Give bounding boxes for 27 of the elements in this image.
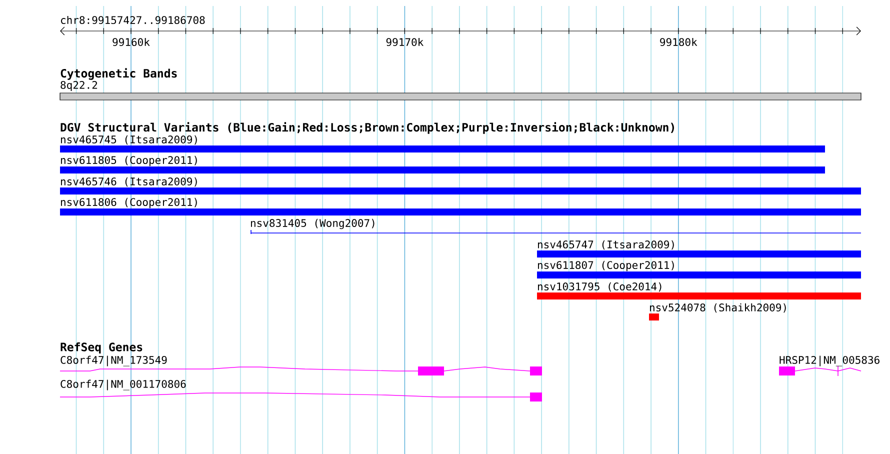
node-label: C8orf47|NM_001170806 [60, 380, 186, 390]
node-label: nsv611806 (Cooper2011) [61, 198, 197, 208]
gene-model: C8orf47|NM_001170806 [60, 380, 542, 402]
variant-bar: nsv465746 (Itsara2009) [60, 177, 861, 194]
node-label: nsv465745 (Itsara2009) [61, 135, 197, 145]
tick-label: 99160k [112, 38, 150, 46]
node-label: 8q22.2 [60, 80, 98, 91]
node-label: nsv611805 (Cooper2011) [61, 156, 197, 166]
node-label: HRSP12|NM_005836 [780, 356, 880, 366]
node-label: nsv465747 (Itsara2009) [538, 240, 674, 250]
variant-bar: nsv465747 (Itsara2009) [537, 240, 861, 258]
node-label: nsv1031795 (Coe2014) [538, 282, 662, 292]
variant-bar: nsv611806 (Cooper2011) [60, 198, 861, 216]
variant-line: nsv831405 (Wong2007) [250, 218, 862, 234]
cytoband-bar: 8q22.2 [60, 81, 862, 100]
gene-model: HRSP12|NM_005836 [779, 356, 880, 376]
variant-bar: nsv465745 (Itsara2009) [60, 135, 825, 152]
gene-model: C8orf47|NM_173549 [60, 356, 542, 376]
variant-bar: nsv611805 (Cooper2011) [60, 156, 825, 174]
variant-bar: nsv611807 (Cooper2011) [537, 260, 861, 278]
coordinate-label: chr8:99157427..99186708 [61, 16, 205, 24]
variant-bar: nsv1031795 (Coe2014) [537, 282, 861, 300]
track-title: Cytogenetic Bands [60, 68, 177, 80]
track-title: RefSeq Genes [60, 342, 142, 354]
node-label: nsv465746 (Itsara2009) [61, 177, 197, 187]
node-label: C8orf47|NM_173549 [60, 356, 167, 366]
node-label: nsv611807 (Cooper2011) [538, 260, 674, 272]
